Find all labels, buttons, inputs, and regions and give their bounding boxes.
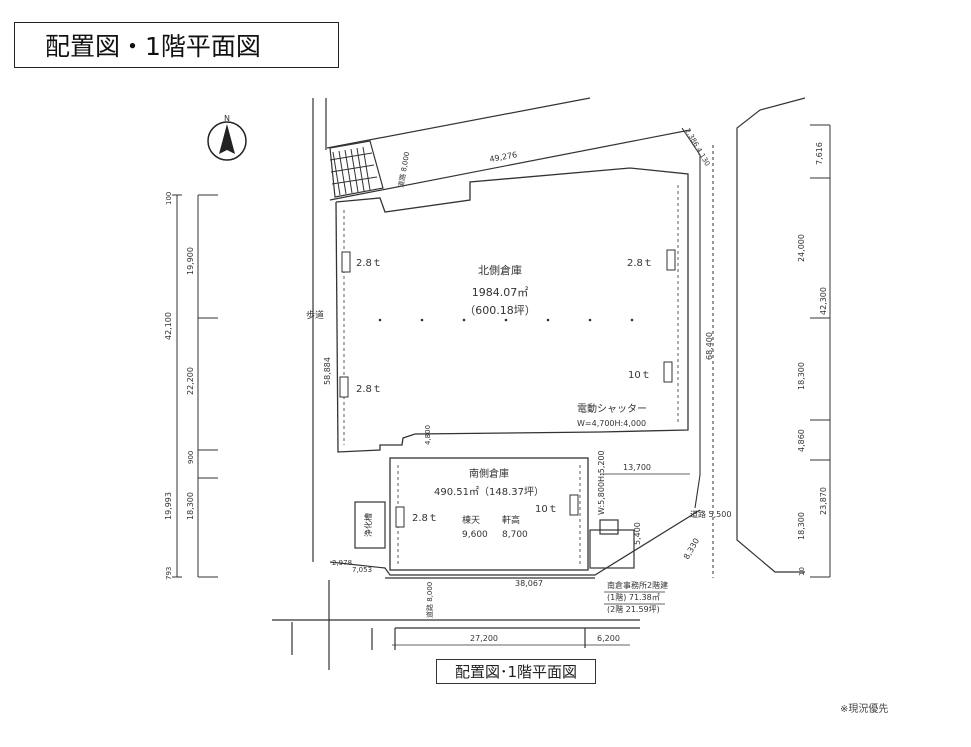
dim-east-length: 68,400 bbox=[705, 332, 714, 360]
shutter-label: 電動シャッター bbox=[577, 402, 647, 415]
left-dimension-lines bbox=[172, 194, 218, 578]
office-brackets bbox=[604, 591, 665, 605]
dim-east-road: 道路 5,500 bbox=[690, 509, 731, 519]
office-floor1: (1階) 71.38㎡ bbox=[607, 592, 660, 602]
crane-label-sw: 2.8ｔ bbox=[356, 384, 382, 395]
dim-ne-corner: 2,386 4,130 bbox=[683, 127, 711, 168]
dim-right-7616: 7,616 bbox=[815, 142, 824, 165]
dim-se-diagonal: 8,330 bbox=[682, 537, 701, 561]
west-road-lines bbox=[312, 98, 330, 670]
dim-office-width: 13,700 bbox=[623, 463, 651, 472]
dim-right-18300a: 18,300 bbox=[797, 362, 806, 390]
north-label: N bbox=[224, 114, 230, 123]
office-height-dim: 5,400 bbox=[633, 522, 642, 545]
current-status-note: ※現況優先 bbox=[840, 704, 889, 715]
south-road bbox=[272, 619, 640, 655]
shutter-size: W=4,700H:4,000 bbox=[577, 419, 646, 428]
drawing-caption: 配置図･1階平面図 bbox=[436, 659, 596, 684]
east-road bbox=[736, 97, 806, 573]
stairs-hatch bbox=[329, 146, 378, 196]
dim-left-18300: 18,300 bbox=[186, 492, 195, 520]
north-warehouse-tsubo: （600.18坪） bbox=[464, 304, 536, 317]
dim-road-north: 道路 8,000 bbox=[396, 151, 411, 188]
septic-label: 浄化槽 bbox=[363, 513, 373, 537]
office-building bbox=[589, 519, 635, 569]
south-warehouse-area: 490.51㎡（148.37坪） bbox=[434, 485, 544, 498]
dim-left-19900: 19,900 bbox=[186, 247, 195, 275]
column-dots bbox=[378, 318, 634, 322]
south-crane-label-w: 2.8ｔ bbox=[412, 513, 438, 524]
office-name: 南倉事務所2階建 bbox=[607, 580, 668, 590]
office-floor2: (2階 21.59坪) bbox=[607, 604, 660, 614]
dim-left-100: 100 bbox=[165, 192, 173, 205]
east-boundary bbox=[681, 127, 714, 578]
crane-label-se: 10ｔ bbox=[628, 370, 651, 381]
right-dimension-lines bbox=[810, 124, 831, 578]
south-warehouse-name: 南側倉庫 bbox=[469, 467, 509, 480]
span2-value: 8,700 bbox=[502, 530, 528, 540]
dim-right-42300: 42,300 bbox=[819, 287, 828, 315]
north-warehouse-outline bbox=[335, 167, 689, 453]
crane-markers bbox=[339, 249, 676, 398]
dim-bottom-a: 27,200 bbox=[470, 634, 498, 643]
north-warehouse-area: 1984.07㎡ bbox=[472, 286, 529, 299]
septic-tank bbox=[354, 501, 386, 549]
dim-sw-b: 7,053 bbox=[352, 566, 372, 574]
dim-south-length: 38,067 bbox=[515, 579, 543, 588]
dim-right-23870: 23,870 bbox=[819, 487, 828, 515]
dim-left-900: 900 bbox=[187, 451, 195, 464]
dim-road-south: 道路 8,000 bbox=[425, 582, 434, 618]
south-door-size: W:5,800H:5,200 bbox=[597, 450, 606, 515]
dim-left-42100: 42,100 bbox=[164, 312, 173, 340]
walkway-label: 歩道 bbox=[306, 309, 324, 321]
north-arrow: N bbox=[207, 114, 247, 161]
span2-label: 軒高 bbox=[502, 514, 520, 526]
dim-sw-a: 2,978 bbox=[332, 559, 352, 567]
south-boundary bbox=[329, 509, 701, 579]
dim-left-19993: 19,993 bbox=[164, 492, 173, 520]
south-crane-label-e: 10ｔ bbox=[535, 504, 558, 515]
north-warehouse-name: 北側倉庫 bbox=[478, 263, 522, 277]
dim-bottom-b: 6,200 bbox=[597, 634, 620, 643]
page-title: 配置図・1階平面図 bbox=[14, 22, 339, 68]
dim-west-length: 58,884 bbox=[323, 357, 332, 385]
dim-right-4860: 4,860 bbox=[797, 429, 806, 452]
span1-value: 9,600 bbox=[462, 530, 488, 540]
dim-right-10: 10 bbox=[798, 567, 806, 576]
dim-south-4800: 4,800 bbox=[424, 425, 432, 445]
crane-label-nw: 2.8ｔ bbox=[356, 258, 382, 269]
dim-top-road: 49,276 bbox=[489, 150, 518, 164]
crane-label-ne: 2.8ｔ bbox=[627, 258, 653, 269]
south-crane-markers bbox=[395, 494, 579, 528]
dim-right-24000: 24,000 bbox=[797, 234, 806, 262]
dim-left-22200: 22,200 bbox=[186, 367, 195, 395]
north-road bbox=[326, 97, 691, 201]
dim-left-793: 793 bbox=[165, 567, 173, 580]
span1-label: 棟天 bbox=[462, 514, 480, 526]
dim-right-18300b: 18,300 bbox=[797, 512, 806, 540]
